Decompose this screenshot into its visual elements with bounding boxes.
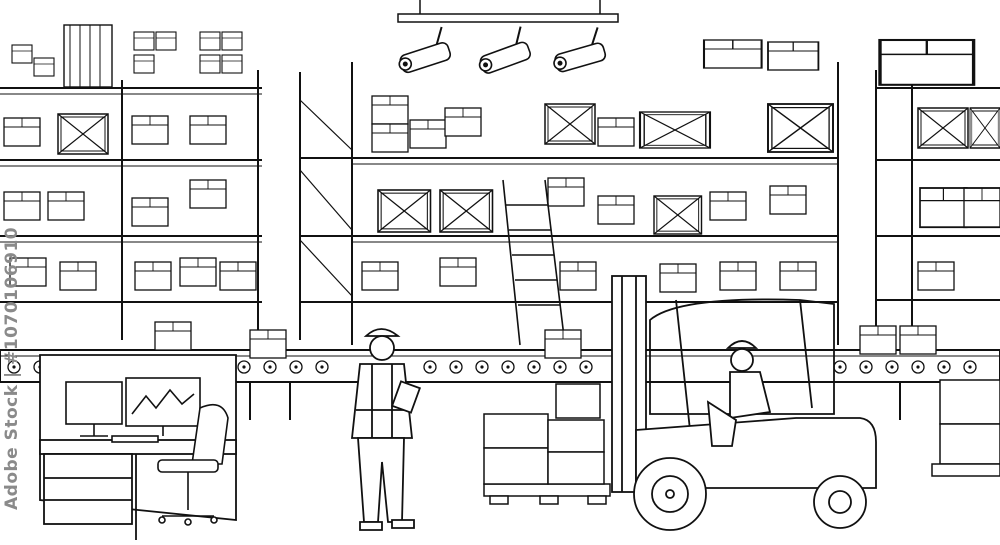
pallet-with-boxes bbox=[931, 379, 1000, 477]
cardboard-box-icon bbox=[3, 24, 257, 291]
rolling-ladder bbox=[502, 179, 566, 346]
wooden-crate-icon bbox=[917, 107, 1000, 149]
cardboard-box-icon bbox=[878, 38, 1000, 291]
storage-rack-center bbox=[299, 62, 839, 345]
office-chair-icon bbox=[157, 403, 229, 526]
stock-watermark: Adobe Stock | #1070106910 bbox=[2, 226, 22, 510]
cardboard-box-icon bbox=[361, 38, 820, 293]
storage-rack-right bbox=[875, 62, 1000, 340]
camera-mount bbox=[397, 0, 619, 23]
warehouse-worker-with-tablet bbox=[350, 328, 421, 531]
storage-rack-left bbox=[0, 70, 262, 340]
pallet-with-boxes bbox=[483, 383, 611, 505]
security-camera-icon bbox=[391, 25, 608, 77]
forklift-with-driver bbox=[611, 275, 877, 531]
computer-monitor-icon bbox=[65, 377, 201, 443]
wooden-crate-icon bbox=[57, 113, 109, 155]
